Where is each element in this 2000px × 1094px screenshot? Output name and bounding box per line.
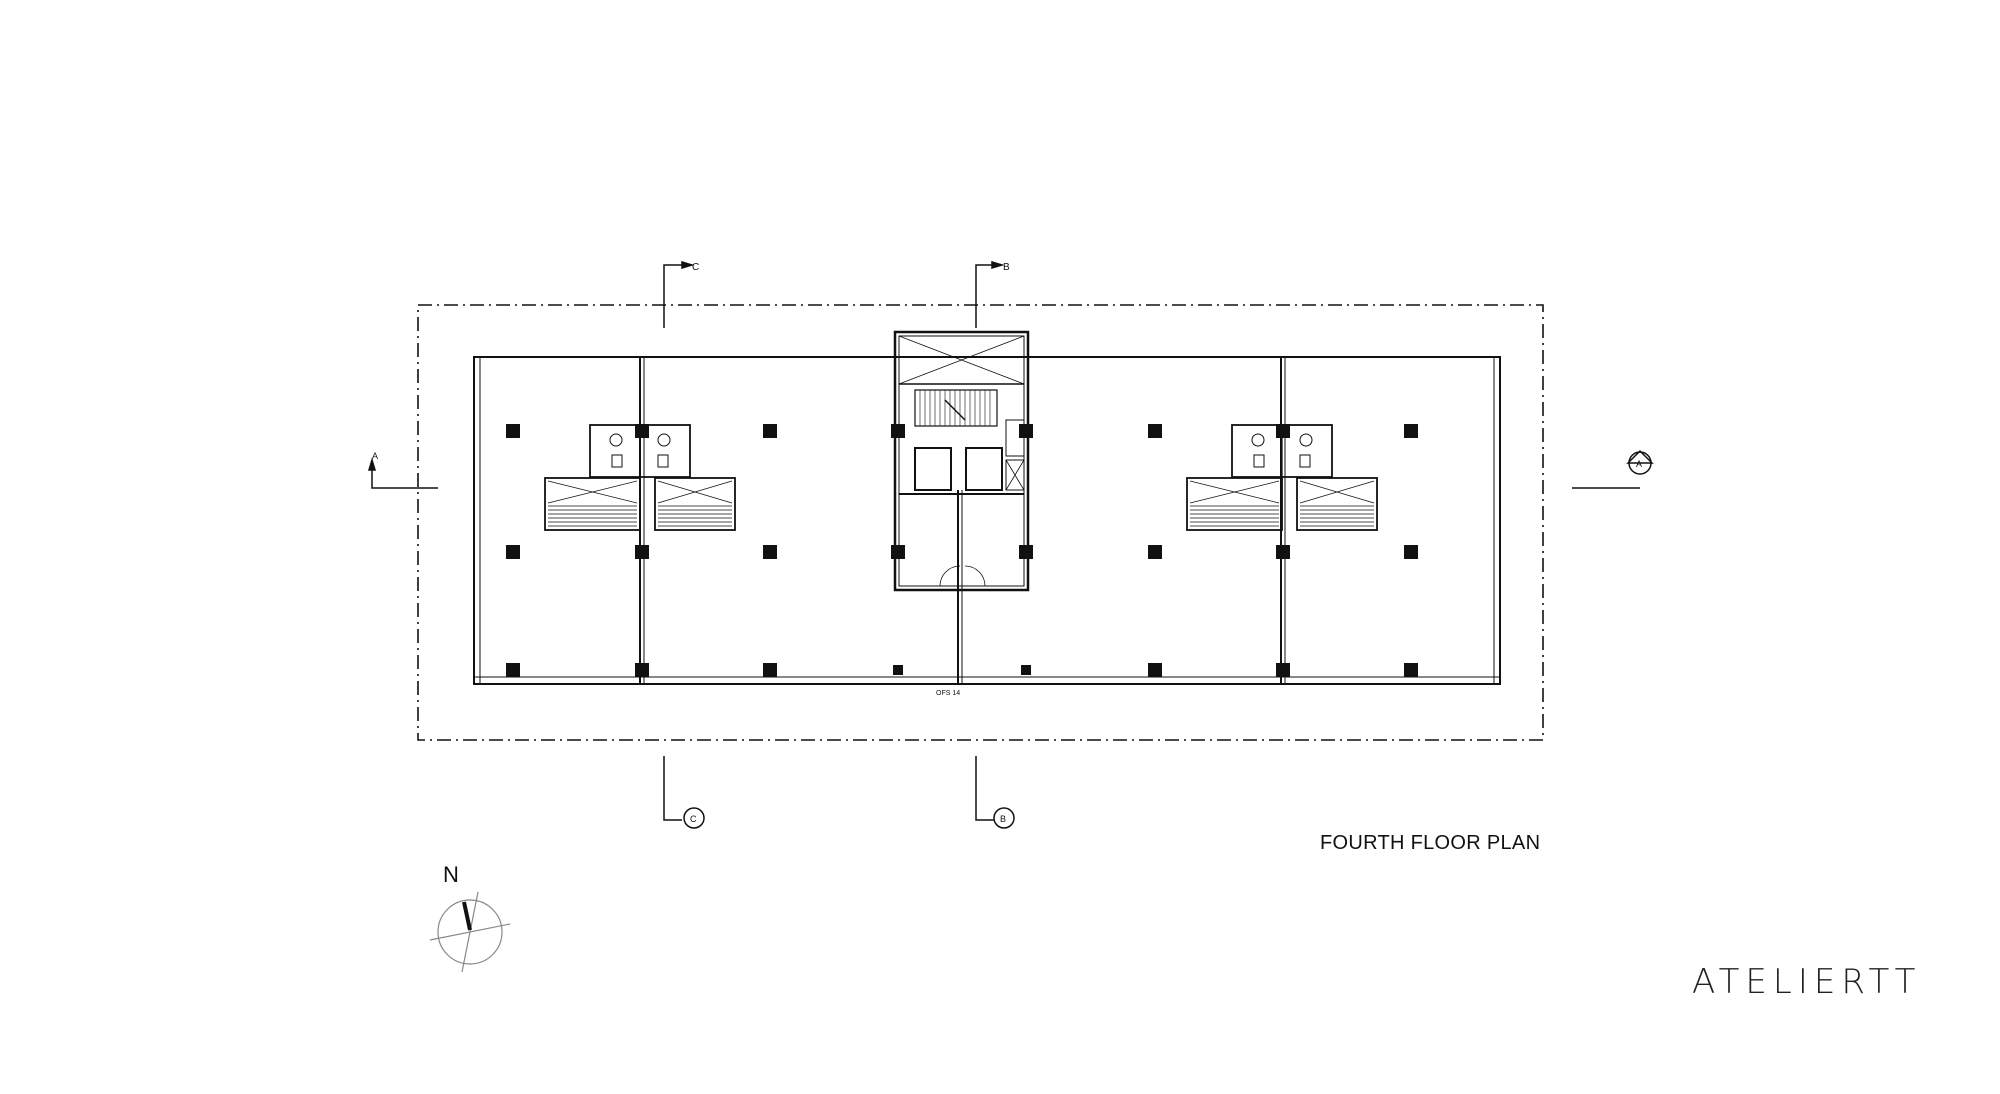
structural-columns	[506, 424, 1418, 677]
column	[1148, 545, 1162, 559]
north-arrow-icon	[429, 891, 511, 973]
column	[506, 663, 520, 677]
column	[1276, 545, 1290, 559]
column	[506, 424, 520, 438]
section-label-left: A	[372, 451, 378, 461]
column	[1019, 424, 1033, 438]
left-service-core	[544, 424, 736, 531]
section-marker-bottom-left	[663, 756, 705, 829]
section-label-top-center: B	[1003, 262, 1010, 273]
interior-walls	[639, 357, 1286, 684]
brand-logo: ATELIERTT	[1692, 962, 1922, 1002]
column	[1404, 545, 1418, 559]
north-label: N	[443, 862, 459, 887]
column	[1021, 665, 1031, 675]
section-label-top-left: C	[692, 262, 699, 273]
section-label-bottom-left: C	[690, 814, 697, 824]
section-marker-top-left	[663, 260, 695, 328]
section-marker-left	[367, 457, 438, 489]
column	[1148, 663, 1162, 677]
column	[763, 424, 777, 438]
column	[1148, 424, 1162, 438]
section-marker-bottom-center	[975, 756, 1015, 829]
column	[893, 665, 903, 675]
grid-label: OFS 14	[936, 690, 960, 697]
column	[1404, 663, 1418, 677]
section-marker-right	[1572, 449, 1654, 489]
column	[763, 663, 777, 677]
column	[635, 424, 649, 438]
column	[635, 545, 649, 559]
section-label-bottom-center: B	[1000, 814, 1006, 824]
right-service-core	[1186, 424, 1378, 531]
column	[635, 663, 649, 677]
column	[1404, 424, 1418, 438]
column	[1019, 545, 1033, 559]
building-outline	[473, 356, 1501, 685]
column	[763, 545, 777, 559]
column	[891, 424, 905, 438]
plan-title: FOURTH FLOOR PLAN	[1320, 832, 1541, 854]
column	[1276, 424, 1290, 438]
central-core	[893, 330, 1030, 592]
column	[891, 545, 905, 559]
column	[506, 545, 520, 559]
section-label-right: A	[1636, 459, 1642, 469]
site-boundary	[417, 304, 1544, 741]
section-marker-top-center	[975, 260, 1005, 328]
column	[1276, 663, 1290, 677]
